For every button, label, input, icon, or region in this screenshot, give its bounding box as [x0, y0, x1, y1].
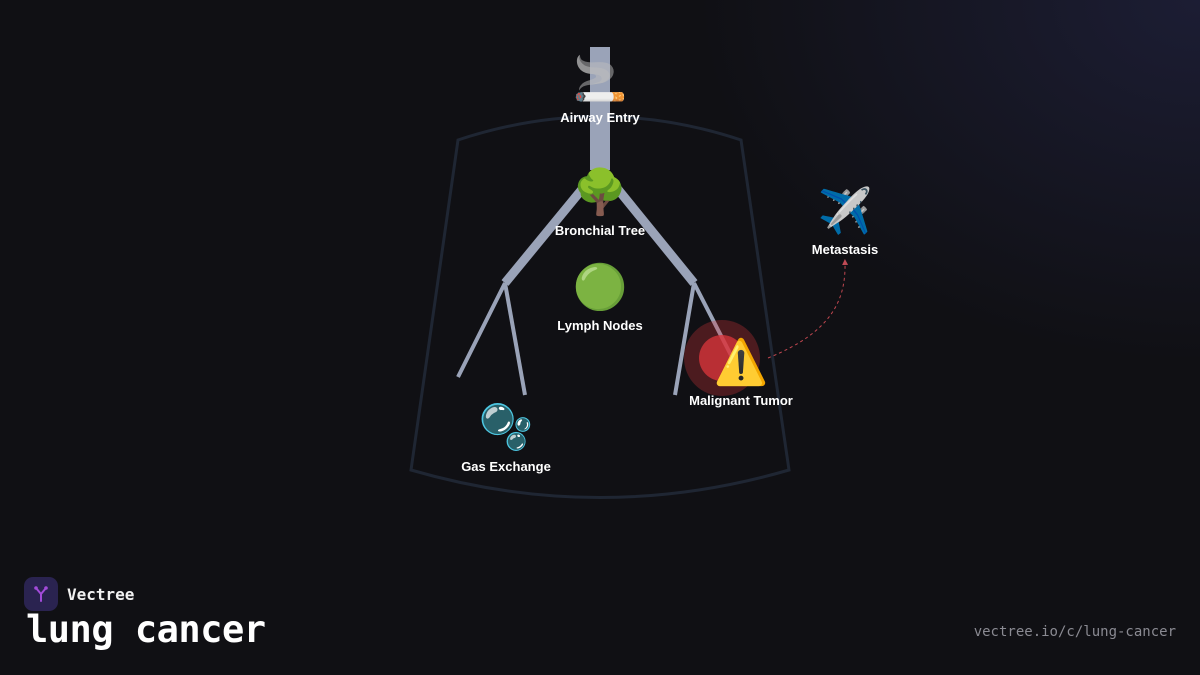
page-url[interactable]: vectree.io/c/lung-cancer [973, 624, 1176, 640]
metastasis-path [767, 259, 849, 359]
page-title: lung cancer [26, 608, 266, 651]
warning-icon: ⚠️ [713, 337, 769, 388]
brand: Vectree [24, 577, 134, 611]
airplane-icon: ✈️ [817, 186, 873, 237]
bronchi [456, 179, 737, 396]
tumor-core [699, 335, 745, 381]
green-circle-icon: 🟢 [572, 262, 628, 313]
node-label-malignant-tumor: Malignant Tumor [689, 393, 793, 408]
bubbles-icon: 🫧 [478, 402, 534, 453]
node-label-bronchial-tree: Bronchial Tree [554, 223, 646, 238]
brand-name: Vectree [67, 584, 135, 604]
trachea [590, 47, 610, 170]
lung-outline [409, 115, 791, 499]
tree-icon: 🌳 [572, 167, 628, 218]
node-label-gas-exchange: Gas Exchange [461, 459, 551, 474]
node-label-metastasis: Metastasis [811, 242, 879, 257]
vectree-tree-logo-icon [24, 577, 58, 611]
node-label-lymph-nodes: Lymph Nodes [557, 318, 643, 333]
cigarette-icon: 🚬 [572, 54, 628, 105]
node-label-airway-entry: Airway Entry [560, 110, 640, 125]
